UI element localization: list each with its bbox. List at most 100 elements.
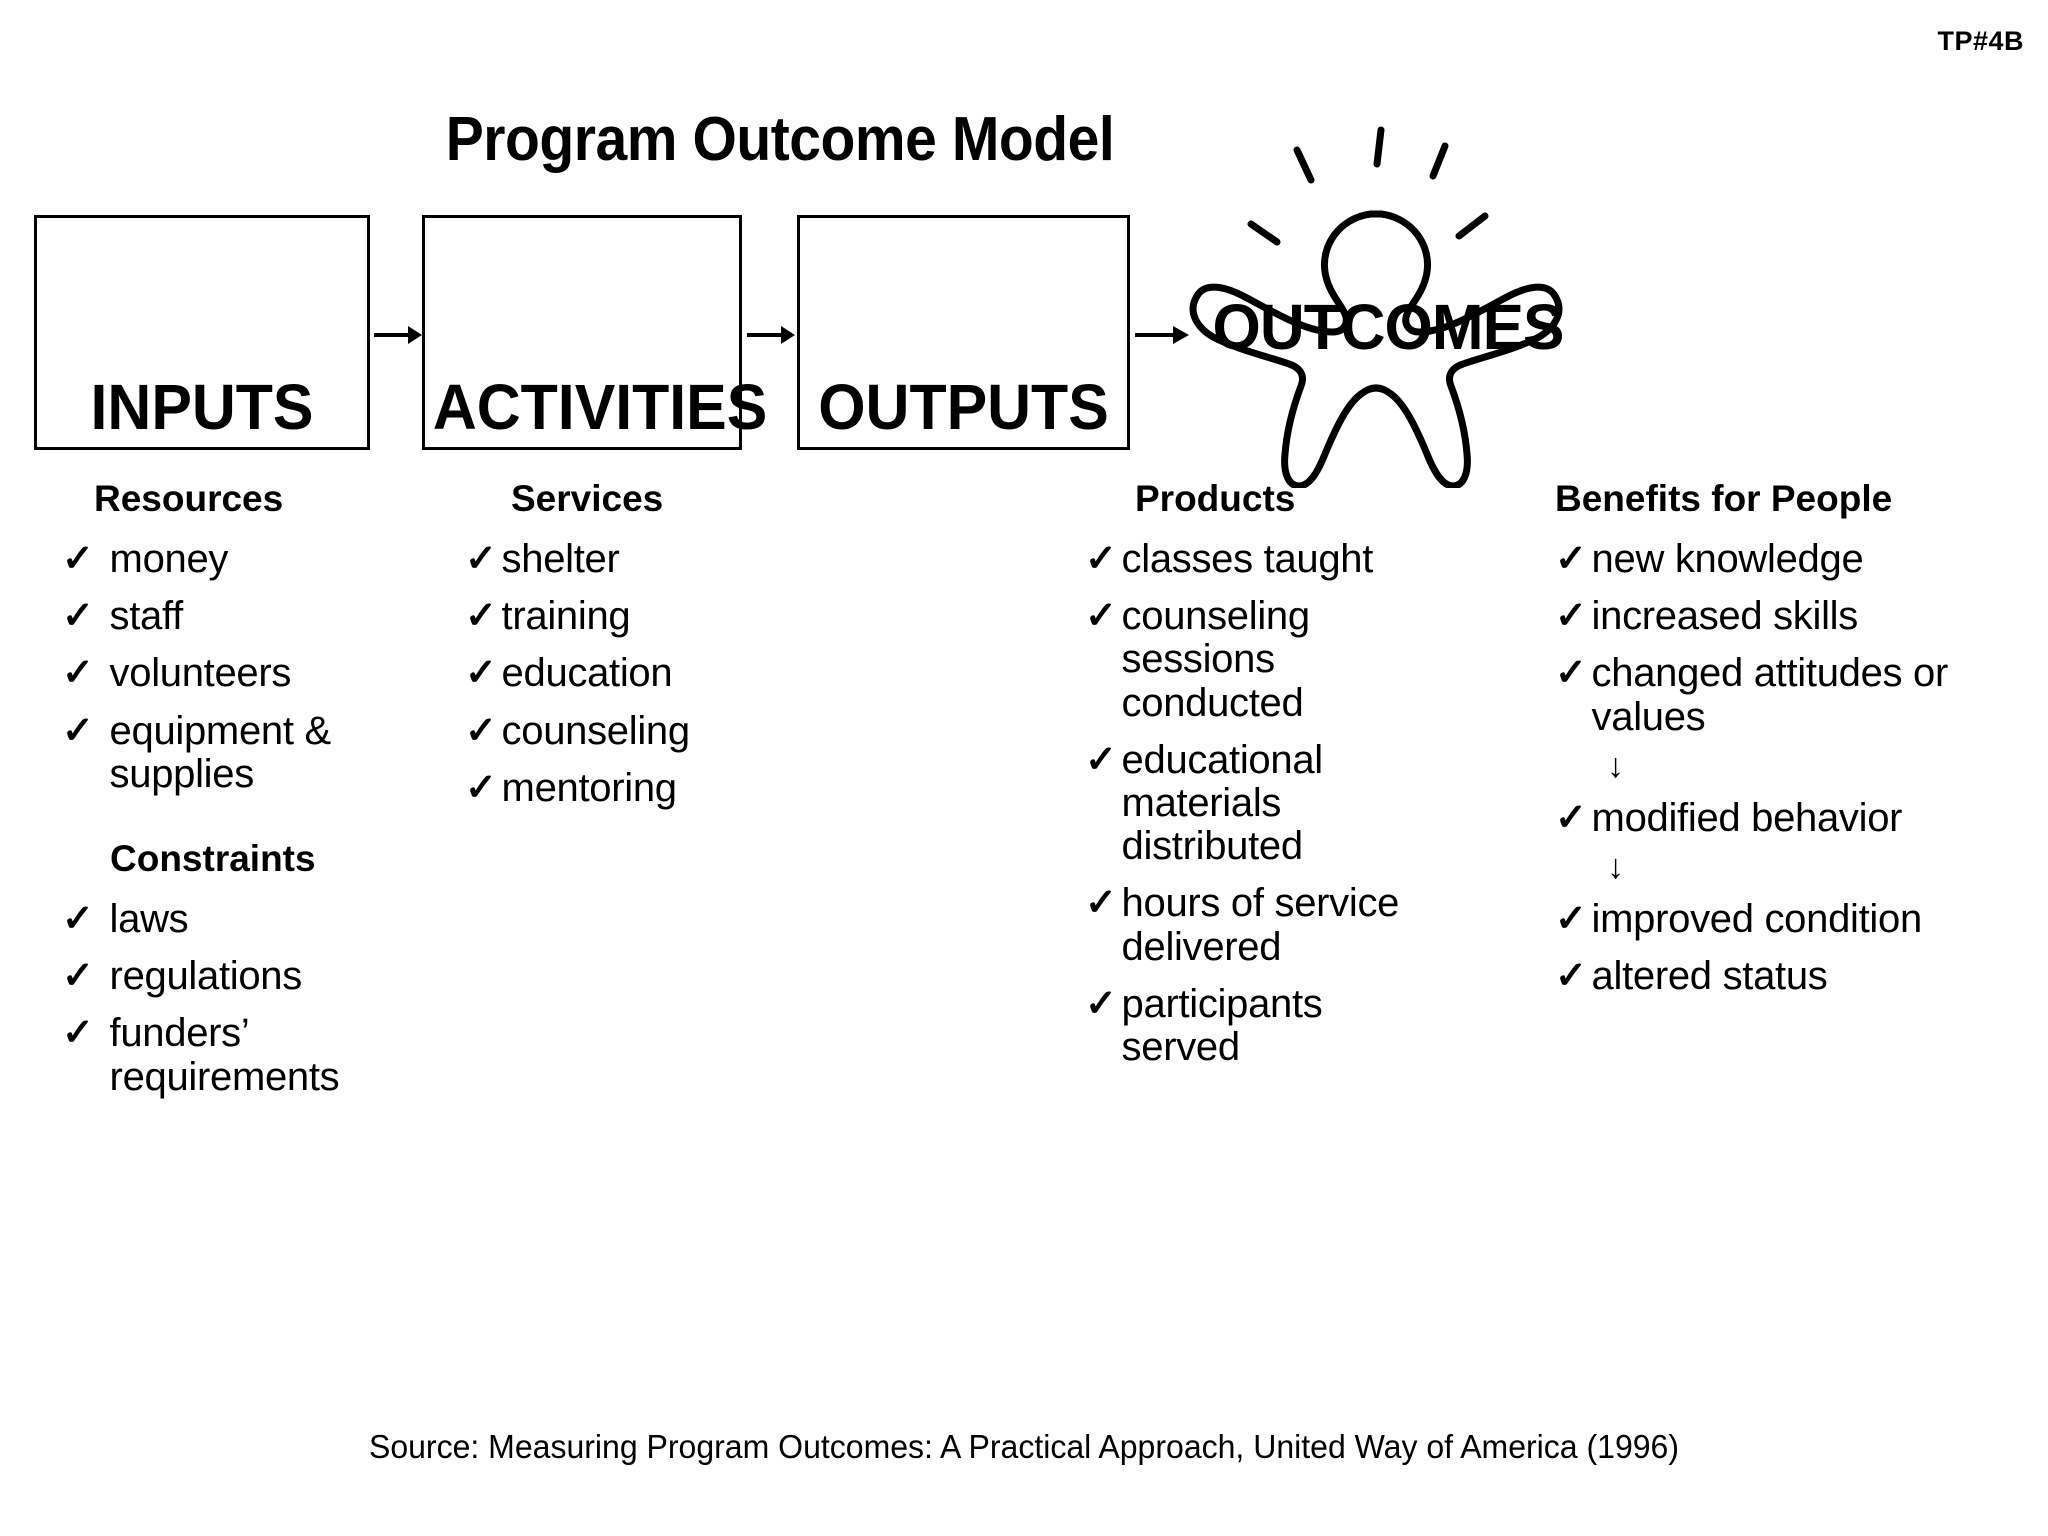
list-item: ✓ new knowledge	[1555, 537, 1995, 581]
list-item-label: education	[501, 651, 673, 696]
check-icon: ✓	[62, 652, 94, 695]
check-icon: ✓	[1555, 955, 1587, 998]
check-icon: ✓	[1555, 897, 1587, 940]
check-icon: ✓	[1555, 538, 1587, 580]
list-item: ✓ volunteers	[62, 652, 422, 695]
list-item: ✓ training	[465, 594, 795, 639]
check-icon: ✓	[1085, 882, 1117, 925]
stage-label-activities: ACTIVITIES	[432, 371, 768, 443]
content-columns: Resources ✓ money ✓ staff ✓ volunteers ✓…	[0, 478, 2048, 1418]
down-arrow-glyph: ↓	[1607, 746, 1624, 785]
list-item: ✓ mentoring	[465, 765, 795, 810]
list-item: ✓ classes taught	[1085, 537, 1415, 581]
list-item-label: equipment & supplies	[109, 708, 332, 796]
list-item: ✓ shelter	[465, 537, 795, 581]
list-item-label: funders’ requirements	[109, 1011, 340, 1099]
services-list: ✓ shelter ✓ training ✓ education ✓ couns…	[465, 537, 795, 810]
list-item: ✓ funders’ requirements	[62, 1011, 422, 1099]
check-icon: ✓	[1555, 595, 1587, 638]
page-title: Program Outcome Model	[445, 105, 1115, 174]
list-item-label: staff	[109, 594, 184, 639]
list-item-label: money	[109, 537, 229, 581]
list-item-label: educational materials distributed	[1121, 737, 1324, 869]
check-icon: ✓	[62, 709, 94, 752]
list-item-label: training	[501, 594, 631, 639]
resources-list: ✓ money ✓ staff ✓ volunteers ✓ equipment…	[62, 537, 422, 796]
flow-down-arrow-icon: ↓	[1555, 850, 1995, 884]
list-item-label: changed attitudes or values	[1591, 651, 1949, 739]
list-item: ✓ counseling sessions conducted	[1085, 595, 1415, 725]
stage-label-outcomes: OUTCOMES	[1212, 291, 1565, 363]
check-icon: ✓	[465, 538, 497, 580]
stage-label-inputs: INPUTS	[90, 371, 314, 443]
check-icon: ✓	[1555, 652, 1587, 695]
slide-code: TP#4B	[1937, 26, 2024, 56]
check-icon: ✓	[62, 897, 94, 940]
list-item-label: participants served	[1121, 981, 1323, 1069]
celebrating-person-icon	[1185, 118, 1585, 488]
arrow-outputs-to-outcomes	[1130, 318, 1192, 352]
constraints-list: ✓ laws ✓ regulations ✓ funders’ requirem…	[62, 896, 422, 1099]
stage-label-outputs: OUTPUTS	[818, 371, 1109, 443]
list-item: ✓ laws	[62, 896, 422, 941]
list-item-label: regulations	[109, 954, 303, 999]
list-item: ✓ improved condition	[1555, 896, 1995, 941]
check-icon: ✓	[1085, 595, 1117, 638]
stage-box-outputs: OUTPUTS	[797, 215, 1130, 450]
check-icon: ✓	[1555, 796, 1587, 839]
check-icon: ✓	[465, 709, 497, 752]
list-item: ✓ money	[62, 537, 422, 581]
arrow-inputs-to-activities	[370, 318, 424, 352]
check-icon: ✓	[1085, 538, 1117, 580]
check-icon: ✓	[1085, 982, 1117, 1025]
source-citation: Source: Measuring Program Outcomes: A Pr…	[368, 1428, 1680, 1465]
group-heading-constraints: Constraints	[110, 837, 316, 879]
check-icon: ✓	[1085, 738, 1117, 781]
arrow-activities-to-outputs	[742, 318, 798, 352]
benefits-list: ✓ new knowledge ✓ increased skills ✓ cha…	[1555, 537, 1995, 999]
list-item-label: counseling sessions conducted	[1121, 594, 1311, 725]
check-icon: ✓	[62, 595, 94, 638]
group-heading-products: Products	[1135, 478, 1296, 519]
list-item-label: improved condition	[1591, 896, 1923, 941]
list-item: ✓ counseling	[465, 708, 795, 753]
list-item-label: altered status	[1591, 954, 1828, 999]
list-item: ✓ changed attitudes or values	[1555, 651, 1995, 739]
check-icon: ✓	[465, 766, 497, 809]
list-item: ✓ education	[465, 652, 795, 695]
list-item: ✓ altered status	[1555, 954, 1995, 999]
list-item: ✓ participants served	[1085, 981, 1415, 1069]
list-item: ✓ modified behavior	[1555, 795, 1995, 840]
stage-row: INPUTS ACTIVITIES OUTPUTS	[0, 210, 2048, 455]
activities-column: Services ✓ shelter ✓ training ✓ educatio…	[465, 478, 795, 824]
check-icon: ✓	[62, 538, 94, 580]
check-icon: ✓	[465, 595, 497, 638]
group-heading-benefits: Benefits for People	[1555, 478, 1893, 519]
list-item-label: hours of service delivered	[1121, 881, 1400, 969]
products-list: ✓ classes taught ✓ counseling sessions c…	[1085, 537, 1415, 1069]
list-item: ✓ hours of service delivered	[1085, 881, 1415, 969]
outputs-column: Products ✓ classes taught ✓ counseling s…	[1085, 478, 1415, 1083]
list-item-label: mentoring	[501, 765, 677, 810]
list-item: ✓ regulations	[62, 954, 422, 999]
list-item-label: classes taught	[1121, 537, 1374, 581]
list-item-label: counseling	[501, 708, 691, 753]
down-arrow-glyph: ↓	[1607, 847, 1624, 886]
group-heading-services: Services	[511, 478, 664, 519]
list-item-label: volunteers	[109, 651, 292, 696]
list-item-label: shelter	[501, 537, 620, 581]
check-icon: ✓	[62, 1012, 94, 1055]
list-item: ✓ equipment & supplies	[62, 708, 422, 796]
list-item: ✓ staff	[62, 594, 422, 639]
list-item-label: increased skills	[1591, 594, 1859, 639]
check-icon: ✓	[465, 652, 497, 695]
list-item-label: modified behavior	[1591, 795, 1903, 840]
check-icon: ✓	[62, 955, 94, 998]
list-item: ✓ educational materials distributed	[1085, 737, 1415, 869]
stage-box-inputs: INPUTS	[34, 215, 370, 450]
outcomes-column: Benefits for People ✓ new knowledge ✓ in…	[1555, 478, 1995, 1012]
flow-down-arrow-icon: ↓	[1555, 749, 1995, 783]
inputs-column: Resources ✓ money ✓ staff ✓ volunteers ✓…	[62, 478, 422, 1113]
list-item-label: laws	[109, 896, 189, 941]
stage-box-activities: ACTIVITIES	[422, 215, 768, 450]
